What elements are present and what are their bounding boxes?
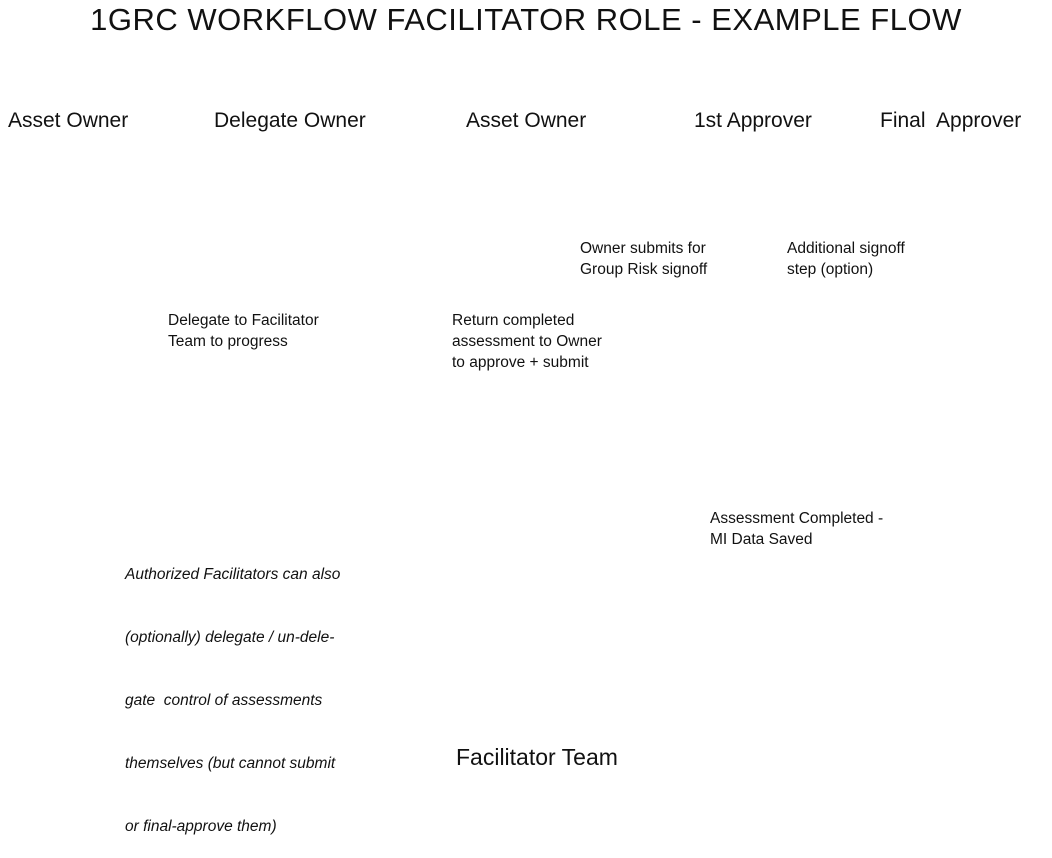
asset-owner-figure bbox=[456, 136, 600, 305]
arrow-owner-to-first-approver bbox=[589, 192, 717, 234]
page-title: 1GRC WORKFLOW FACILITATOR ROLE - EXAMPLE… bbox=[90, 2, 962, 37]
caption-additional-line: step (option) bbox=[787, 261, 874, 278]
facilitator-team-illustration bbox=[383, 371, 713, 712]
arrow-delegate-to-team bbox=[339, 313, 408, 418]
arrow-first-to-final-approver bbox=[792, 192, 919, 234]
team-member-figure bbox=[484, 581, 516, 636]
delegate-owner-figure bbox=[240, 146, 346, 288]
role-asset-owner-1: Asset Owner bbox=[8, 109, 129, 132]
caption-delegate-line: Delegate to Facilitator bbox=[168, 312, 319, 329]
checkmark-icon bbox=[940, 544, 1050, 610]
pie-chart-icon bbox=[524, 596, 557, 629]
facilitator-team-label: Facilitator Team bbox=[456, 744, 618, 770]
role-first-approver: 1st Approver bbox=[694, 109, 812, 132]
bar-chart-panel bbox=[512, 420, 652, 490]
caption-owner-submits-line: Group Risk signoff bbox=[580, 261, 708, 278]
arrow-final-to-target bbox=[940, 323, 978, 449]
facilitators-note-line: Authorized Facilitators can also bbox=[125, 566, 341, 583]
facilitators-note: Authorized Facilitators can also (option… bbox=[125, 522, 340, 858]
caption-return-line: assessment to Owner bbox=[452, 333, 602, 350]
team-member-figure bbox=[430, 497, 494, 548]
team-member-figure bbox=[580, 581, 646, 638]
target-icon bbox=[912, 470, 1040, 566]
role-asset-owner-2: Asset Owner bbox=[466, 109, 587, 132]
caption-return-line: to approve + submit bbox=[452, 354, 589, 371]
caption-return: Return completed assessment to Owner to … bbox=[452, 310, 602, 373]
final-approver-figure bbox=[932, 128, 1022, 305]
role-delegate-owner: Delegate Owner bbox=[214, 109, 366, 132]
caption-owner-submits-line: Owner submits for bbox=[580, 240, 706, 257]
asset-owner-figure bbox=[0, 138, 138, 307]
facilitators-note-line: or final-approve them) bbox=[125, 818, 277, 835]
facilitators-note-line: gate control of assessments bbox=[125, 692, 323, 709]
caption-additional: Additional signoff step (option) bbox=[787, 238, 905, 280]
first-approver-figure bbox=[705, 138, 786, 307]
caption-delegate-line: Team to progress bbox=[168, 333, 288, 350]
arrow-owner-to-team bbox=[195, 353, 359, 482]
facilitators-note-line: (optionally) delegate / un-dele- bbox=[125, 629, 335, 646]
caption-delegate: Delegate to Facilitator Team to progress bbox=[168, 310, 319, 352]
caption-additional-line: Additional signoff bbox=[787, 240, 905, 257]
caption-return-line: Return completed bbox=[452, 312, 575, 329]
arrow-owner-to-delegate bbox=[109, 207, 237, 249]
facilitators-note-line: themselves (but cannot submit bbox=[125, 755, 336, 772]
floating-data-panel bbox=[390, 371, 490, 506]
caption-completed-line: MI Data Saved bbox=[710, 531, 813, 548]
caption-owner-submits: Owner submits for Group Risk signoff bbox=[580, 238, 707, 280]
role-final-approver: Final Approver bbox=[880, 109, 1022, 132]
caption-completed-line: Assessment Completed - bbox=[710, 510, 884, 527]
team-member-figure bbox=[576, 488, 650, 548]
arrow-team-to-owner bbox=[515, 379, 553, 503]
caption-completed: Assessment Completed - MI Data Saved bbox=[710, 508, 883, 550]
